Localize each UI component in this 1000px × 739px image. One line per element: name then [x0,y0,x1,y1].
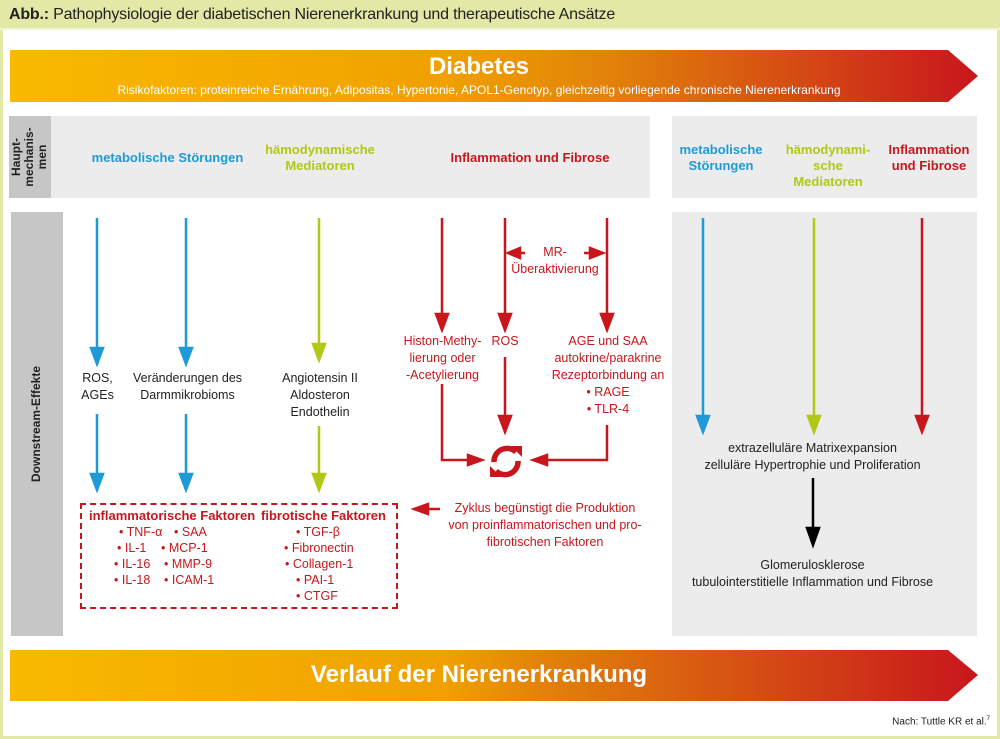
factor-item: • IL-16 [114,557,151,571]
factor-item: • CTGF [296,589,338,603]
fibrotic-factors-title: fibrotische Faktoren [261,508,386,523]
cycle-icon [490,445,522,478]
frame-border-left [0,30,3,739]
outcome-arrow [805,478,821,549]
mr-overactivation-text: MR-Überaktivierung [511,245,599,276]
figure-title-bar: Abb.: Pathophysiologie der diabetischen … [0,0,1000,30]
factor-item: • IL-1 [117,541,147,555]
hemodynamic-arrows [311,218,822,494]
progression-banner: Verlauf der Nierenerkrankung [10,650,978,701]
figure-title-text: Pathophysiologie der diabetischen Nieren… [53,6,616,23]
diabetes-title: Diabetes [428,53,530,80]
factor-item: • MCP-1 [161,541,208,555]
downstream-label-box: Downstream-Effekte [11,212,63,636]
factor-item: • TNF-α [119,525,163,539]
diabetes-banner-arrow-shape [10,50,978,102]
mechanism-inflammation: Inflammation und Fibrose [450,150,610,165]
progression-banner-arrow-shape [10,650,978,701]
histone-text: Histon-Methy-lierung oder-Acetylierung [403,334,482,382]
ros-ages-text: ROS,AGEs [81,371,114,402]
factor-item: • MMP-9 [164,557,213,571]
metabolic-arrows [89,218,711,494]
progression-title: Verlauf der Nierenerkrankung [310,661,648,688]
factor-item: • SAA [174,525,207,539]
risk-factors: Risikofaktoren: proteinreiche Ernährung,… [117,83,841,97]
frame-border-right [997,30,1000,739]
frame-border-bottom [0,736,1000,739]
inflammation-arrows [410,218,930,516]
factor-item: • Fibronectin [284,541,354,555]
figure-title-prefix: Abb.: [9,6,49,23]
factors-box [80,503,398,609]
factor-item: • ICAM-1 [164,573,215,587]
figure-title: Abb.: Pathophysiologie der diabetischen … [9,6,615,24]
factor-item: • Collagen-1 [285,557,354,571]
inflammatory-factors-title: inflammatorische Faktoren [89,508,256,523]
diabetes-banner: Diabetes Risikofaktoren: proteinreiche E… [10,50,978,102]
source-note: Nach: Tuttle KR et al.7 [892,716,990,728]
factor-item: • TGF-β [296,525,340,539]
factor-item: • PAI-1 [296,573,335,587]
right-mechanism-hemodynamic: hämodynami-sche Mediatoren [785,142,871,189]
mechanism-metabolic: metabolische Störungen [91,150,244,165]
main-mechanisms-right-panel [672,116,977,198]
ros-text: ROS [491,334,519,348]
main-mechanisms-left-panel [51,116,650,198]
main-mechanisms-label-box: Haupt- mechanis- men [9,116,51,198]
factor-item: • IL-18 [114,573,151,587]
